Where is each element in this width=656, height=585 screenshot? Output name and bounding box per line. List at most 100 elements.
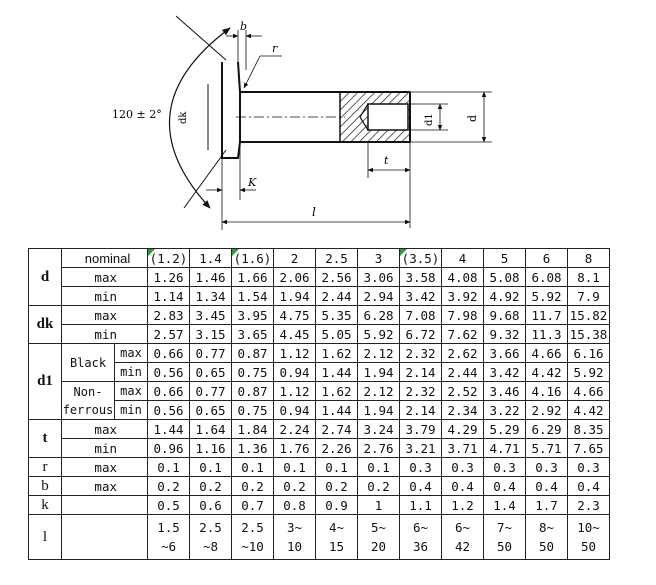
table-cell: 1.84: [231, 419, 274, 439]
table-row: min 1.14 1.34 1.54 1.94 2.44 2.94 3.42 3…: [29, 286, 610, 306]
table-cell: 0.2: [231, 476, 274, 496]
table-cell: 4.66: [525, 343, 568, 363]
table-cell: 1.64: [189, 419, 232, 439]
table-cell: 0.75: [231, 362, 274, 382]
table-cell: 1.44: [147, 419, 190, 439]
table-cell: 3.95: [231, 305, 274, 325]
t-header: t: [28, 419, 62, 458]
table-cell: 5.08: [483, 267, 526, 287]
b-max-label: max: [61, 476, 148, 496]
table-cell: 7.9: [567, 286, 610, 306]
k-header: k: [28, 495, 62, 515]
table-cell: 0.3: [567, 457, 610, 477]
table-cell: 15.82: [567, 305, 610, 325]
table-cell: 5.05: [315, 324, 358, 344]
d-label: d: [466, 115, 479, 122]
l-blank: [61, 514, 148, 560]
table-cell: 11.3: [525, 324, 568, 344]
table-cell: 7.65: [567, 438, 610, 458]
table-cell: 1.1: [399, 495, 442, 515]
table-cell: 7~ 50: [483, 514, 526, 560]
table-cell: 4.42: [525, 362, 568, 382]
table-cell: 2.14: [399, 362, 442, 382]
d-min-label: min: [61, 286, 148, 306]
d1-nonferrous-max-label: max: [114, 381, 148, 401]
nominal-cell: (3.5): [399, 248, 442, 268]
nominal-cell: (1.2): [147, 248, 190, 268]
table-cell: 5~ 20: [357, 514, 400, 560]
table-cell: 1.12: [273, 381, 316, 401]
dk-label: dk: [178, 111, 189, 124]
table-cell: 7.08: [399, 305, 442, 325]
table-cell: 8.35: [567, 419, 610, 439]
table-cell: 2.12: [357, 343, 400, 363]
table-cell: 4.92: [483, 286, 526, 306]
table-cell: 0.4: [567, 476, 610, 496]
b-header: b: [28, 476, 62, 496]
table-cell: 1.36: [231, 438, 274, 458]
table-row: max 1.26 1.46 1.66 2.06 2.56 3.06 3.58 4…: [29, 267, 610, 287]
table-cell: 6.28: [357, 305, 400, 325]
table-cell: 0.7: [231, 495, 274, 515]
nominal-cell: (1.6): [231, 248, 274, 268]
table-cell: 3.71: [441, 438, 484, 458]
table-cell: 1.54: [231, 286, 274, 306]
r-label: r: [272, 42, 278, 55]
table-cell: 1.94: [357, 362, 400, 382]
table-cell: 1.4: [483, 495, 526, 515]
table-cell: 1.16: [189, 438, 232, 458]
table-cell: 2.3: [567, 495, 610, 515]
d1-header: d1: [28, 343, 62, 420]
table-cell: 2.32: [399, 343, 442, 363]
angle-arc: [168, 27, 231, 209]
table-cell: 7.62: [441, 324, 484, 344]
nominal-cell: 2.5: [315, 248, 358, 268]
table-cell: 5.92: [525, 286, 568, 306]
table-cell: 3.66: [483, 343, 526, 363]
table-cell: 6.72: [399, 324, 442, 344]
table-cell: 1: [357, 495, 400, 515]
d1-black-max-label: max: [114, 343, 148, 363]
table-cell: 2.76: [357, 438, 400, 458]
table-cell: 2.92: [525, 400, 568, 420]
table-cell: 3.24: [357, 419, 400, 439]
table-cell: 8~ 50: [525, 514, 568, 560]
t-label: t: [384, 154, 389, 167]
table-cell: 8.1: [567, 267, 610, 287]
table-cell: 2.94: [357, 286, 400, 306]
nominal-cell: 4: [441, 248, 484, 268]
table-cell: 3.06: [357, 267, 400, 287]
table-cell: 0.66: [147, 343, 190, 363]
table-cell: 0.4: [483, 476, 526, 496]
table-cell: 4.75: [273, 305, 316, 325]
d1-label: d1: [424, 113, 435, 126]
dk-min-label: min: [61, 324, 148, 344]
table-row: min 0.56 0.65 0.75 0.94 1.44 1.94 2.14 2…: [29, 400, 610, 420]
table-cell: 0.4: [525, 476, 568, 496]
table-cell: 4.71: [483, 438, 526, 458]
t-max-label: max: [61, 419, 148, 439]
l-label: l: [312, 205, 316, 219]
table-cell: 0.4: [441, 476, 484, 496]
black-label: Black: [61, 343, 115, 382]
table-cell: 0.2: [273, 476, 316, 496]
nominal-cell: 2: [273, 248, 316, 268]
table-cell: 6~ 36: [399, 514, 442, 560]
table-cell: 0.8: [273, 495, 316, 515]
table-cell: 0.1: [357, 457, 400, 477]
table-cell: 2.32: [399, 381, 442, 401]
table-cell: 11.7: [525, 305, 568, 325]
table-cell: 3.45: [189, 305, 232, 325]
table-cell: 10~ 50: [567, 514, 610, 560]
table-cell: 2.26: [315, 438, 358, 458]
table-row: min 0.56 0.65 0.75 0.94 1.44 1.94 2.14 2…: [29, 362, 610, 382]
table-cell: 3.58: [399, 267, 442, 287]
table-cell: 4.66: [567, 381, 610, 401]
table-cell: 4.42: [567, 400, 610, 420]
table-cell: 6~ 42: [441, 514, 484, 560]
table-cell: 3.22: [483, 400, 526, 420]
rivet-technical-drawing: 120 ± 2° dk d1 d b r K t l: [112, 15, 492, 230]
table-cell: 3.79: [399, 419, 442, 439]
table-cell: 0.3: [441, 457, 484, 477]
table-cell: 7.98: [441, 305, 484, 325]
